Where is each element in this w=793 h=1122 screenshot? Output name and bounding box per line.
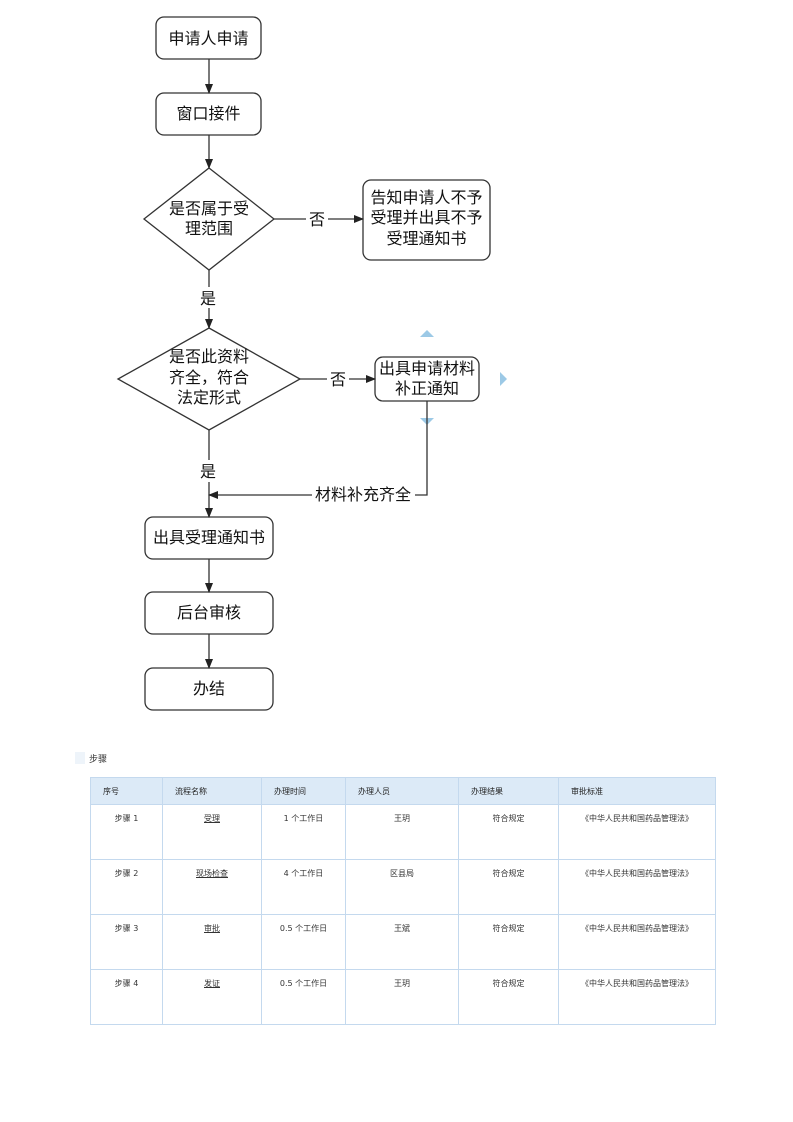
cell-result: 符合规定 [458,969,559,1025]
node-supplement-line1: 出具申请材料 [379,359,475,378]
table-row: 步骤 1 受理 1 个工作日 王玥 符合规定 《中华人民共和国药品管理法》 [90,804,716,860]
handle-right-icon [500,372,507,386]
header-person: 办理人员 [345,777,459,805]
decision-check-scope-line2: 理范围 [185,219,233,238]
node-reject-line1: 告知申请人不予 [370,188,482,207]
node-accept-label: 出具受理通知书 [153,528,265,547]
node-review: 后台审核 [144,591,274,635]
node-review-label: 后台审核 [177,603,241,622]
steps-table: 序号 流程名称 办理时间 办理人员 办理结果 审批标准 步骤 1 受理 1 个工… [90,777,716,1025]
node-finish: 办结 [144,667,274,711]
edge-scope-no-label: 否 [309,210,325,229]
header-standard: 审批标准 [558,777,716,805]
edge-docs-no-label: 否 [330,370,346,389]
header-no: 序号 [90,777,163,805]
decision-check-docs-line1: 是否此资料 [169,347,249,366]
header-name: 流程名称 [162,777,262,805]
edge-supplemented-label: 材料补充齐全 [315,485,411,504]
node-reject-line3: 受理通知书 [386,229,466,248]
node-apply: 申请人申请 [155,16,262,60]
step-name-link[interactable]: 发证 [204,979,220,988]
cell-no: 步骤 2 [90,859,163,915]
cell-standard: 《中华人民共和国药品管理法》 [558,804,716,860]
cell-time: 0.5 个工作日 [261,969,346,1025]
header-time: 办理时间 [261,777,346,805]
decision-check-scope-line1: 是否属于受 [169,199,249,218]
table-row: 步骤 4 发证 0.5 个工作日 王玥 符合规定 《中华人民共和国药品管理法》 [90,969,716,1025]
cell-time: 0.5 个工作日 [261,914,346,970]
node-reject: 告知申请人不予 受理并出具不予 受理通知书 [362,179,491,261]
node-accept: 出具受理通知书 [144,516,274,560]
node-reject-line2: 受理并出具不予 [370,208,482,227]
edge-docs-yes-label: 是 [200,462,216,481]
cell-person: 区县局 [345,859,459,915]
decision-check-docs: 是否此资料 齐全，符合 法定形式 [116,327,302,431]
node-window: 窗口接件 [155,92,262,136]
flowchart: 申请人申请 窗口接件 是否属于受 理范围 告知申请人不予 受理并出具不予 受理通… [116,16,507,711]
cell-standard: 《中华人民共和国药品管理法》 [558,969,716,1025]
section-label-steps: 步骤 [74,752,107,765]
node-finish-label: 办结 [193,679,225,698]
table-row: 步骤 3 审批 0.5 个工作日 王斌 符合规定 《中华人民共和国药品管理法》 [90,914,716,970]
cell-person: 王玥 [345,804,459,860]
decision-check-docs-line2: 齐全，符合 [169,368,249,387]
decision-check-scope: 是否属于受 理范围 [142,167,276,271]
node-apply-label: 申请人申请 [168,29,248,48]
step-name-link[interactable]: 受理 [204,814,220,823]
cell-no: 步骤 4 [90,969,163,1025]
cell-result: 符合规定 [458,914,559,970]
cell-person: 王玥 [345,969,459,1025]
cell-person: 王斌 [345,914,459,970]
cell-standard: 《中华人民共和国药品管理法》 [558,914,716,970]
step-name-link[interactable]: 审批 [204,924,220,933]
node-supplement: 出具申请材料 补正通知 [374,356,480,402]
cell-result: 符合规定 [458,859,559,915]
handle-up-icon [420,330,434,337]
edge-scope-yes-label: 是 [200,289,216,308]
header-result: 办理结果 [458,777,559,805]
cell-time: 4 个工作日 [261,859,346,915]
table-row: 步骤 2 现场检查 4 个工作日 区县局 符合规定 《中华人民共和国药品管理法》 [90,859,716,915]
cell-result: 符合规定 [458,804,559,860]
cell-no: 步骤 1 [90,804,163,860]
step-name-link[interactable]: 现场检查 [196,869,228,878]
decision-check-docs-line3: 法定形式 [177,388,241,407]
edge-supplemented-a [415,401,428,496]
cell-time: 1 个工作日 [261,804,346,860]
node-supplement-line2: 补正通知 [395,379,459,398]
node-window-label: 窗口接件 [176,104,240,123]
table-header-row: 序号 流程名称 办理时间 办理人员 办理结果 审批标准 [90,777,716,805]
cell-standard: 《中华人民共和国药品管理法》 [558,859,716,915]
cell-no: 步骤 3 [90,914,163,970]
